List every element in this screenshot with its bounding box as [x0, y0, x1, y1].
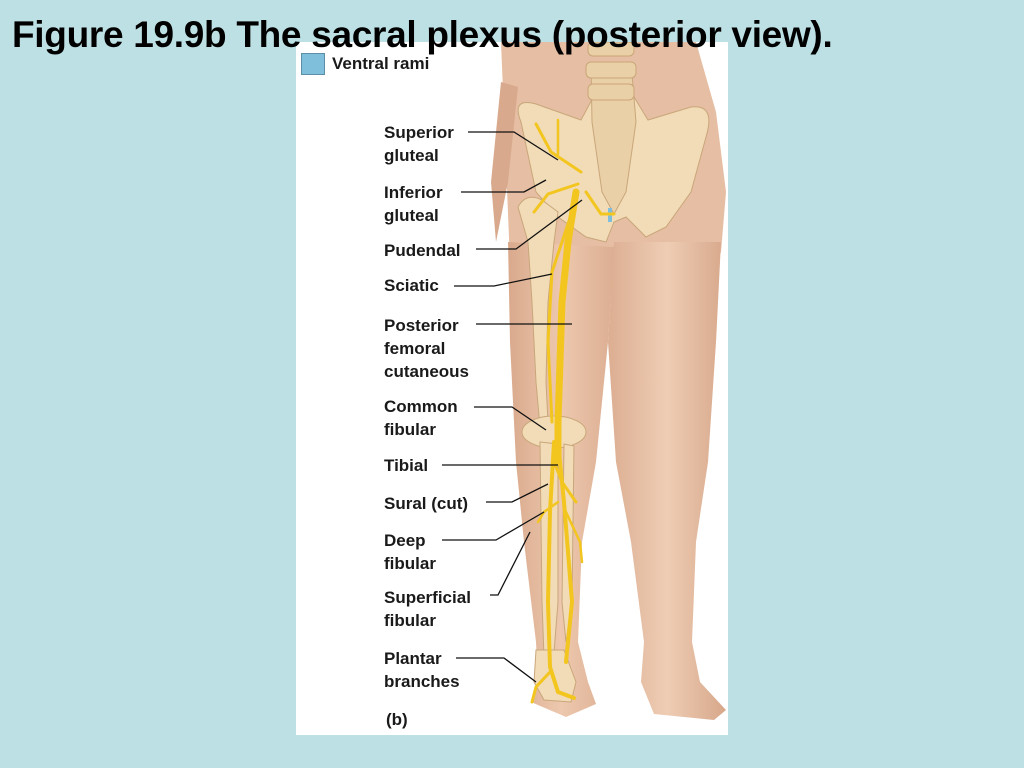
slide-title: Figure 19.9b The sacral plexus (posterio…: [12, 14, 833, 55]
label-common-fibular: Common fibular: [384, 397, 458, 439]
leader-lines: [442, 131, 583, 683]
right-leg: [608, 242, 726, 720]
inferior-gluteal-nerve: [532, 182, 580, 214]
label-posterior-femoral-cutaneous: Posterior femoral cutaneous: [384, 316, 470, 381]
superficial-fibular-nerve: [564, 510, 584, 564]
vertebra: [585, 61, 637, 79]
label-superficial-fibular: Superficial fibular: [384, 588, 471, 630]
legend: Ventral rami: [301, 53, 429, 75]
label-deep-fibular: Deep fibular: [384, 531, 436, 573]
posterior-femoral-cutaneous-nerve: [546, 210, 574, 424]
leader-sural: [486, 483, 549, 503]
leader-inferior-gluteal: [461, 179, 547, 193]
vertebra: [587, 42, 635, 57]
sacral-plexus-illustration: [442, 42, 726, 720]
label-sural: Sural (cut): [384, 494, 469, 513]
plantar-branches-nerve: [530, 670, 552, 704]
label-plantar-branches: Plantar branches: [384, 649, 460, 691]
nerve-paths: [530, 118, 616, 704]
sural-nerve: [552, 460, 578, 504]
leader-sciatic: [454, 273, 553, 287]
tibial-nerve: [545, 440, 576, 700]
label-superior-gluteal: Superior gluteal: [384, 123, 454, 165]
pudendal-nerve: [584, 190, 616, 216]
label-sciatic: Sciatic: [384, 276, 439, 295]
label-tibial: Tibial: [384, 456, 429, 475]
leader-plantar-branches: [456, 657, 537, 683]
superior-gluteal-nerve: [534, 122, 583, 174]
legend-label: Ventral rami: [332, 54, 430, 73]
leader-superficial-fibular: [490, 531, 531, 596]
sciatic-nerve: [554, 188, 580, 466]
leader-deep-fibular: [442, 511, 545, 541]
legend-swatch: [301, 53, 325, 75]
panel-tag: (b): [386, 710, 408, 729]
label-pudendal: Pudendal: [384, 241, 461, 260]
label-inferior-gluteal: Inferior gluteal: [384, 183, 443, 225]
anatomy-figure: Ventral rami Superior gluteal Inferior g…: [296, 42, 728, 735]
leader-common-fibular: [474, 406, 547, 431]
common-fibular-nerve: [556, 440, 575, 664]
leader-superior-gluteal: [468, 131, 559, 161]
left-arm: [491, 82, 518, 242]
vertebra: [587, 83, 635, 101]
leader-pudendal: [476, 199, 583, 250]
